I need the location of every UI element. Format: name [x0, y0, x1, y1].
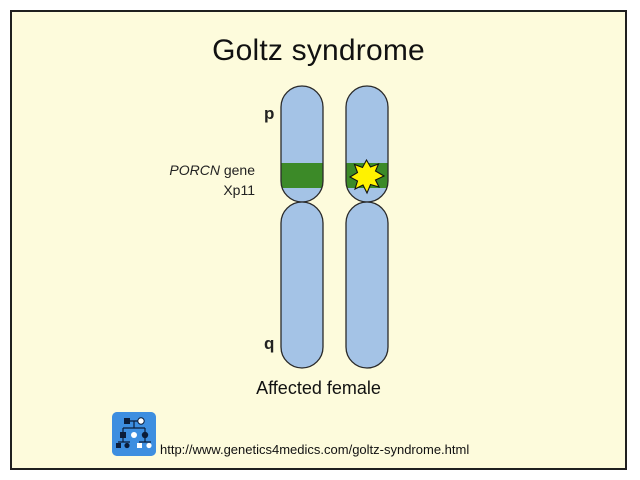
left-gene-band	[281, 163, 323, 188]
normal-x-chromosome	[280, 85, 324, 369]
pedigree-logo-icon	[112, 412, 156, 456]
chromosome-diagram	[280, 85, 389, 369]
source-url[interactable]: http://www.genetics4medics.com/goltz-syn…	[160, 442, 470, 457]
slide: Goltz syndrome p q PORCN gene Xp11	[10, 10, 627, 470]
gene-label: PORCN gene Xp11	[169, 160, 255, 200]
gene-locus: Xp11	[223, 182, 255, 198]
gene-word: gene	[219, 162, 255, 178]
left-q-arm	[280, 201, 324, 369]
caption: Affected female	[256, 378, 381, 398]
right-q-arm	[345, 201, 389, 369]
q-arm-label: q	[264, 334, 275, 353]
gene-name-line: PORCN gene	[169, 160, 255, 180]
mutated-x-chromosome	[345, 85, 389, 369]
p-arm-label: p	[264, 104, 275, 123]
slide-title: Goltz syndrome	[212, 34, 425, 67]
mutation-burst-icon	[348, 158, 386, 195]
gene-name: PORCN	[169, 162, 220, 178]
